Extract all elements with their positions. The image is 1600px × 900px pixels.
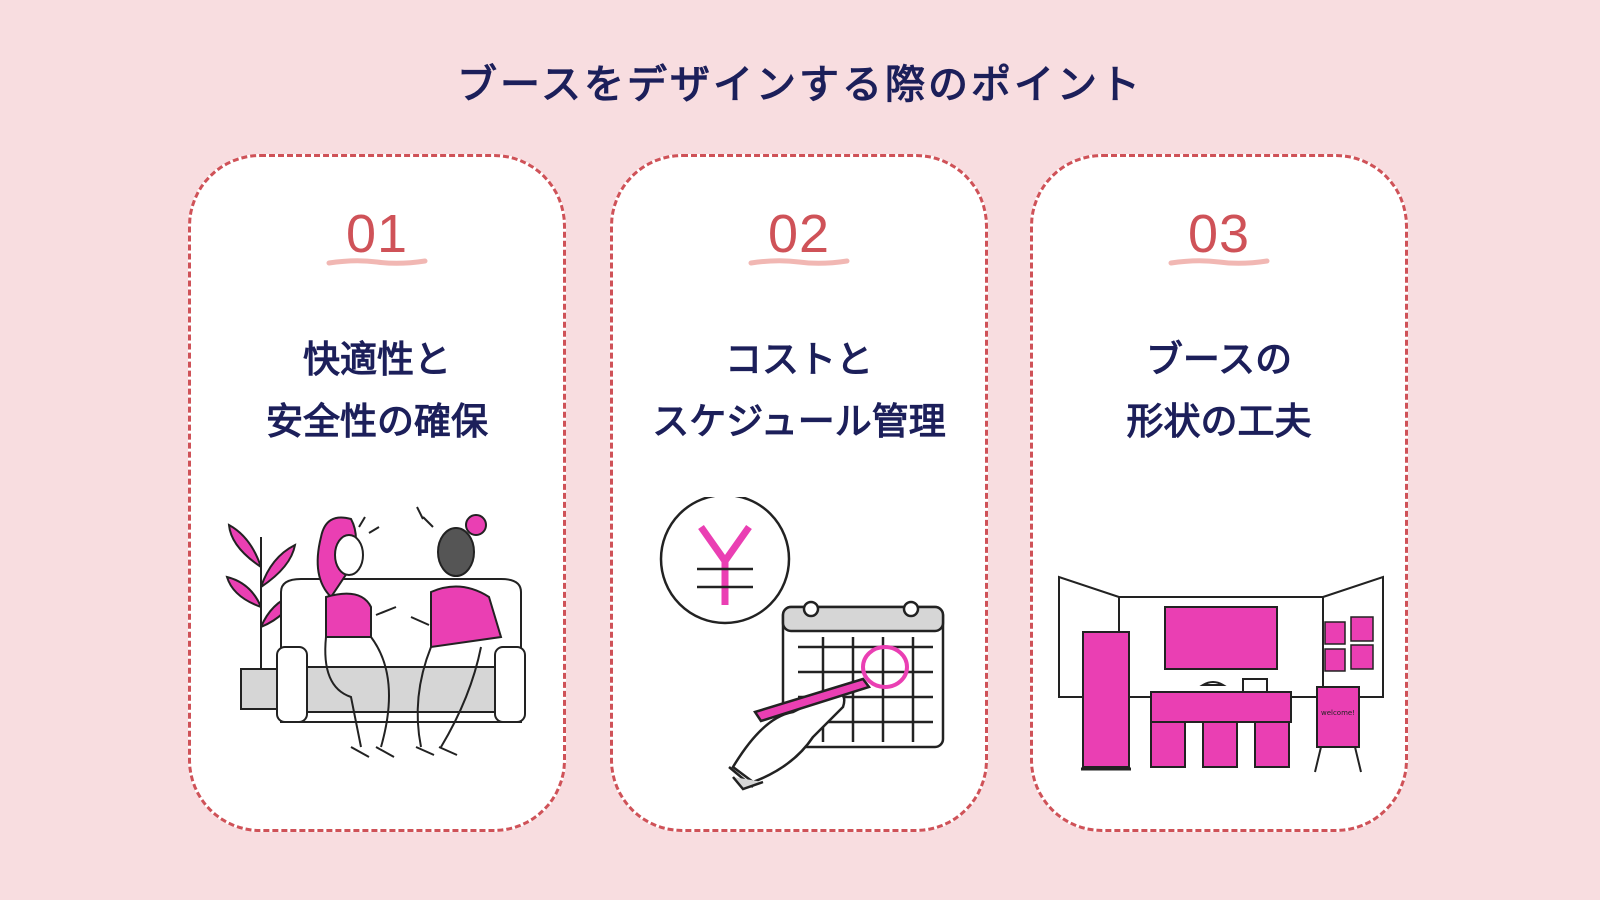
- card-heading-line2: 安全性の確保: [266, 400, 488, 443]
- people-chatting-illustration: [225, 506, 526, 758]
- roll-up-banner-icon: [1081, 631, 1131, 771]
- card-heading: 快適性と 安全性の確保: [191, 329, 563, 453]
- card-heading-line2: スケジュール管理: [652, 400, 946, 443]
- underline-brush: [748, 258, 850, 266]
- card-heading-line2: 形状の工夫: [1126, 400, 1312, 443]
- potted-plant-icon: [225, 523, 297, 710]
- card-heading: コストと スケジュール管理: [613, 329, 985, 453]
- cost-schedule-illustration: [659, 497, 945, 791]
- welcome-sign-icon: welcome!: [1314, 686, 1362, 773]
- point-card-1: 01 快適性と 安全性の確保: [188, 154, 566, 832]
- card-heading: ブースの 形状の工夫: [1033, 329, 1405, 453]
- hand-with-pen-icon: [728, 677, 872, 791]
- point-card-2: 02 コストと スケジュール管理: [610, 154, 988, 832]
- woman-left-icon: [316, 516, 397, 758]
- card-number: 02: [767, 204, 831, 264]
- card-heading-line1: コストと: [725, 338, 873, 381]
- underline-brush: [326, 258, 428, 266]
- card-heading-line1: ブースの: [1145, 338, 1293, 381]
- counter-desk-icon: [1150, 678, 1292, 768]
- underline-brush: [1168, 258, 1270, 266]
- page-title: ブースをデザインする際のポイント: [457, 62, 1143, 108]
- card-number: 01: [345, 204, 409, 264]
- card-heading-line1: 快適性と: [303, 338, 451, 381]
- poster-panels-icon: [1324, 616, 1374, 672]
- monitor-icon: [1164, 606, 1278, 670]
- speech-marks-icon: [358, 506, 434, 534]
- woman-right-icon: [410, 514, 503, 756]
- point-card-3: 03 ブースの 形状の工夫: [1030, 154, 1408, 832]
- welcome-sign-text: welcome!: [1321, 709, 1355, 717]
- card-number: 03: [1187, 204, 1251, 264]
- yen-coin-icon: [659, 497, 791, 625]
- exhibition-booth-illustration: welcome!: [1058, 575, 1384, 773]
